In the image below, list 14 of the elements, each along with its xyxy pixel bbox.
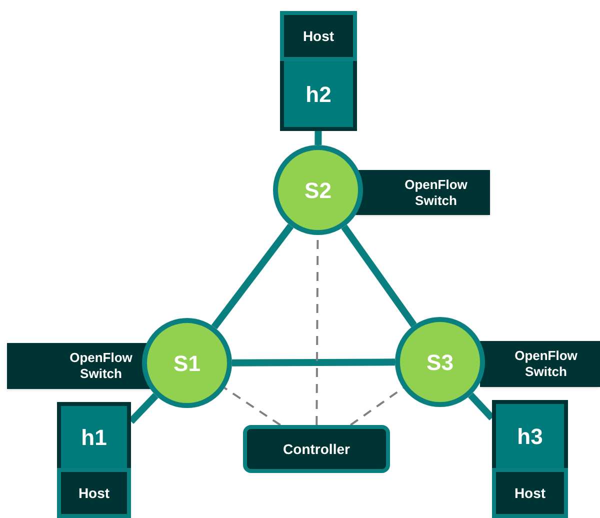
host-name: h2 [284, 61, 353, 127]
link-line [211, 224, 294, 330]
host-box [280, 11, 357, 131]
link-line [232, 358, 396, 366]
link-line [341, 224, 417, 328]
host-box [57, 402, 131, 518]
label-band: OpenFlow Switch [355, 170, 490, 215]
controller-box: Controller [243, 425, 390, 473]
dashed-link [224, 387, 281, 426]
link-line [314, 130, 322, 146]
host-box [492, 400, 568, 518]
host-name: h1 [61, 406, 127, 468]
host-name: h3 [496, 404, 564, 468]
label-band: OpenFlow Switch [480, 341, 600, 387]
